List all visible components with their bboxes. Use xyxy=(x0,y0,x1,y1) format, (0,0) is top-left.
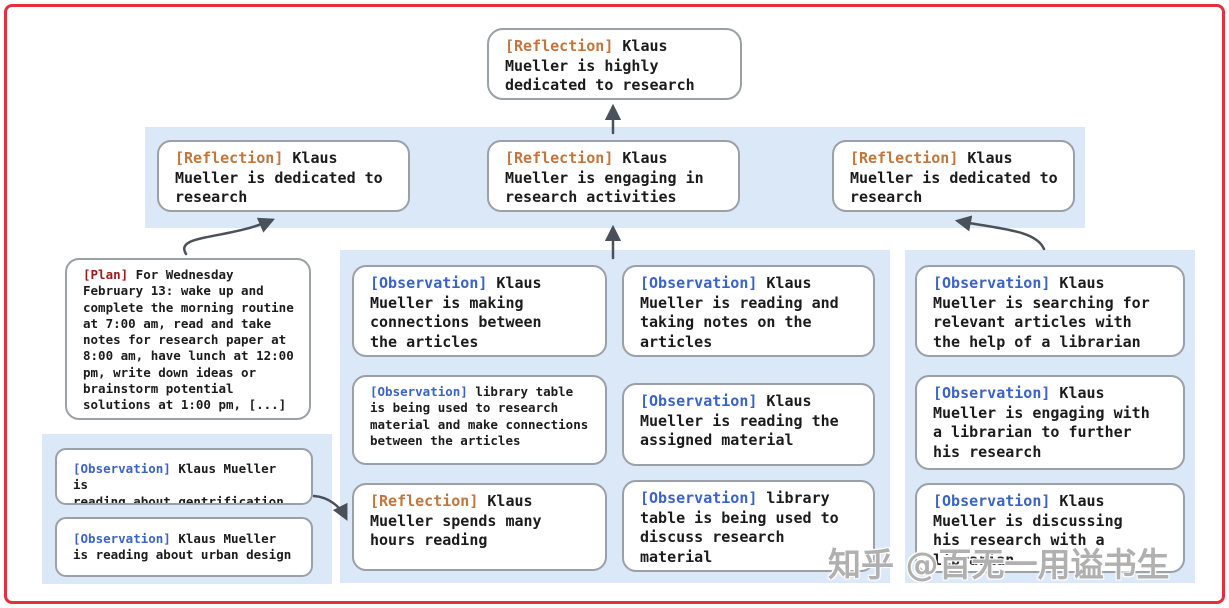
reflection-tag: [Reflection] xyxy=(505,149,614,167)
node-obs-gentrification: [Observation] Klaus Mueller is reading a… xyxy=(55,448,313,505)
observation-tag: [Observation] xyxy=(640,392,758,410)
node-obs-library-research: [Observation] library table is being use… xyxy=(352,375,607,465)
node-text: Klaus Mueller is discussing his research… xyxy=(933,492,1123,569)
node-text: Klaus Mueller is reading the assigned ma… xyxy=(640,392,839,449)
node-text: Klaus Mueller is reading and taking note… xyxy=(640,274,839,351)
node-text: library table is being used to discuss r… xyxy=(640,489,839,566)
node-obs-engaging-librarian: [Observation] Klaus Mueller is engaging … xyxy=(915,375,1185,470)
node-text: Klaus Mueller is engaging with a librari… xyxy=(933,384,1150,461)
node-obs-assigned-material: [Observation] Klaus Mueller is reading t… xyxy=(622,383,875,466)
node-text: Klaus Mueller is reading about gentrific… xyxy=(73,461,284,505)
observation-tag: [Observation] xyxy=(370,384,468,399)
observation-tag: [Observation] xyxy=(933,492,1051,510)
node-plan: [Plan] For Wednesday February 13: wake u… xyxy=(65,258,311,420)
reflection-tag: [Reflection] xyxy=(505,37,614,55)
node-text: For Wednesday February 13: wake up and c… xyxy=(83,267,294,412)
node-text: Klaus Mueller is dedicated to research xyxy=(850,149,1058,206)
node-reflection-right: [Reflection] Klaus Mueller is dedicated … xyxy=(832,140,1075,212)
reflection-tag: [Reflection] xyxy=(850,149,959,167)
node-text: Klaus Mueller spends many hours reading xyxy=(370,492,542,549)
node-obs-library-discuss: [Observation] library table is being use… xyxy=(622,480,875,572)
observation-tag: [Observation] xyxy=(933,274,1051,292)
observation-tag: [Observation] xyxy=(933,384,1051,402)
node-reflection-hours-reading: [Reflection] Klaus Mueller spends many h… xyxy=(352,483,607,571)
node-reflection-left: [Reflection] Klaus Mueller is dedicated … xyxy=(157,140,410,212)
node-obs-urban-design: [Observation] Klaus Mueller is reading a… xyxy=(55,517,313,577)
node-text: Klaus Mueller is making connections betw… xyxy=(370,274,542,351)
observation-tag: [Observation] xyxy=(73,461,171,476)
node-obs-reading-notes: [Observation] Klaus Mueller is reading a… xyxy=(622,265,875,357)
observation-tag: [Observation] xyxy=(73,531,171,546)
reflection-tag: [Reflection] xyxy=(175,149,284,167)
node-text: Klaus Mueller is searching for relevant … xyxy=(933,274,1150,351)
node-reflection-mid: [Reflection] Klaus Mueller is engaging i… xyxy=(487,140,740,212)
node-root-reflection: [Reflection] Klaus Mueller is highly ded… xyxy=(487,28,742,100)
node-obs-searching-articles: [Observation] Klaus Mueller is searching… xyxy=(915,265,1185,357)
observation-tag: [Observation] xyxy=(640,489,758,507)
node-text: Klaus Mueller is highly dedicated to res… xyxy=(505,37,695,94)
node-text: Klaus Mueller is dedicated to research xyxy=(175,149,383,206)
observation-tag: [Observation] xyxy=(640,274,758,292)
node-obs-connections: [Observation] Klaus Mueller is making co… xyxy=(352,265,607,357)
observation-tag: [Observation] xyxy=(370,274,488,292)
node-obs-discussing-research: [Observation] Klaus Mueller is discussin… xyxy=(915,483,1185,573)
node-text: Klaus Mueller is reading about urban des… xyxy=(73,531,292,563)
plan-tag: [Plan] xyxy=(83,267,129,282)
node-text: Klaus Mueller is engaging in research ac… xyxy=(505,149,704,206)
zhihu-watermark: 知乎 @百无一用谥书生 xyxy=(828,545,1170,584)
reflection-tag: [Reflection] xyxy=(370,492,479,510)
node-text: library table is being used to research … xyxy=(370,384,589,448)
